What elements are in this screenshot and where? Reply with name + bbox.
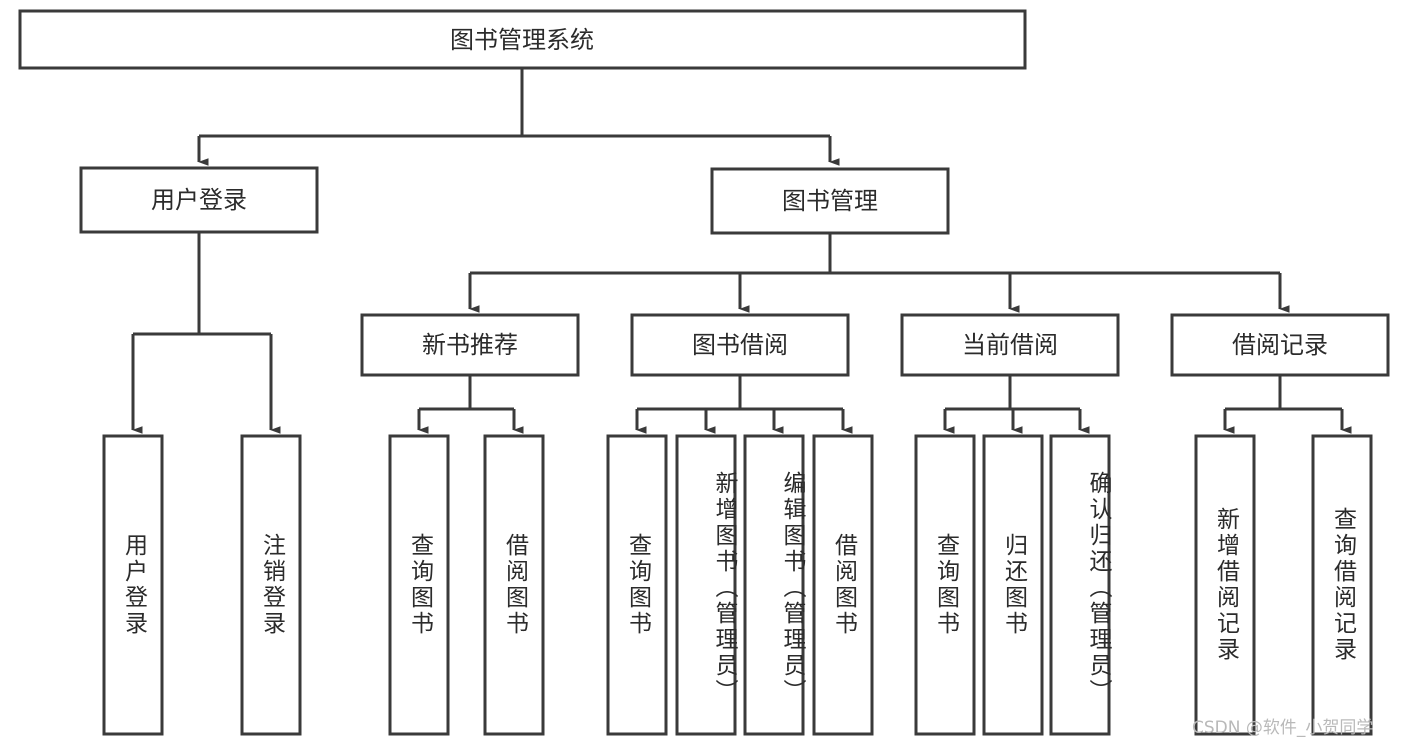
leaf-box-user-login-1[interactable] <box>240 434 302 736</box>
connectors-book-manage-to-level3 <box>468 233 1290 313</box>
borrow-record-label: 借阅记录 <box>1232 331 1328 359</box>
leaf-box-new-book-1[interactable] <box>483 434 545 736</box>
leaf-box-current-borrow-2[interactable] <box>1049 434 1111 736</box>
leaf-label-current-borrow-1: 归还图书 <box>1000 533 1027 637</box>
leaf-label-current-borrow-0: 查询图书 <box>932 533 959 637</box>
node-current-borrow[interactable]: 当前借阅 <box>900 313 1120 377</box>
connectors-user-login-to-leaves <box>131 232 281 434</box>
connectors-borrow-record-to-leaves <box>1223 375 1352 434</box>
connectors-book-borrow-to-leaves <box>635 375 853 434</box>
root-box <box>18 9 1027 70</box>
node-book-management[interactable]: 图书管理 <box>710 167 950 235</box>
new-book-recommend-label: 新书推荐 <box>422 331 518 359</box>
leaf-box-new-book-0[interactable] <box>388 434 450 736</box>
leaf-label-book-borrow-1: 新增图书（管理员） <box>711 471 737 705</box>
node-new-book-recommend[interactable]: 新书推荐 <box>360 313 580 377</box>
node-borrow-record[interactable]: 借阅记录 <box>1170 313 1390 377</box>
node-root-book-management-system[interactable]: 图书管理系统 <box>18 9 1027 70</box>
leaf-box-book-borrow-1[interactable] <box>675 434 737 736</box>
leaf-label-book-borrow-2: 编辑图书（管理员） <box>779 471 805 705</box>
connectors-root-to-level2 <box>197 68 840 166</box>
book-borrow-label: 图书借阅 <box>692 331 788 359</box>
leaf-label-borrow-record-1: 查询借阅记录 <box>1329 507 1356 663</box>
leaf-label-current-borrow-2: 确认归还（管理员） <box>1085 471 1111 705</box>
leaf-box-book-borrow-0[interactable] <box>606 434 668 736</box>
leaf-label-book-borrow-0: 查询图书 <box>624 533 651 637</box>
new-book-recommend-box <box>360 313 580 377</box>
book-borrow-box <box>630 313 850 377</box>
root-label: 图书管理系统 <box>450 26 594 54</box>
leaf-label-user-login-1: 注销登录 <box>258 533 285 637</box>
book-management-label: 图书管理 <box>782 187 878 215</box>
leaf-label-book-borrow-3: 借阅图书 <box>830 533 857 637</box>
node-book-borrow[interactable]: 图书借阅 <box>630 313 850 377</box>
connectors-current-borrow-to-leaves <box>943 375 1090 434</box>
leaf-box-current-borrow-1[interactable] <box>982 434 1044 736</box>
leaf-label-user-login-0: 用户登录 <box>120 533 147 637</box>
leaf-label-new-book-0: 查询图书 <box>406 533 433 637</box>
leaf-box-book-borrow-3[interactable] <box>812 434 874 736</box>
user-login-label: 用户登录 <box>151 186 247 214</box>
book-management-box <box>710 167 950 235</box>
node-user-login[interactable]: 用户登录 <box>79 166 319 234</box>
csdn-watermark: CSDN @软件_小贺同学 <box>1192 718 1374 738</box>
user-login-box <box>79 166 319 234</box>
leaf-box-current-borrow-0[interactable] <box>914 434 976 736</box>
leaf-box-book-borrow-2[interactable] <box>743 434 805 736</box>
leaf-box-borrow-record-1[interactable] <box>1311 434 1373 736</box>
leaf-label-new-book-1: 借阅图书 <box>501 533 528 637</box>
current-borrow-box <box>900 313 1120 377</box>
connectors-new-book-to-leaves <box>417 375 524 434</box>
borrow-record-box <box>1170 313 1390 377</box>
leaf-box-user-login-0[interactable] <box>102 434 164 736</box>
leaf-box-borrow-record-0[interactable] <box>1194 434 1256 736</box>
leaf-label-borrow-record-0: 新增借阅记录 <box>1212 507 1239 663</box>
current-borrow-label: 当前借阅 <box>962 331 1058 359</box>
